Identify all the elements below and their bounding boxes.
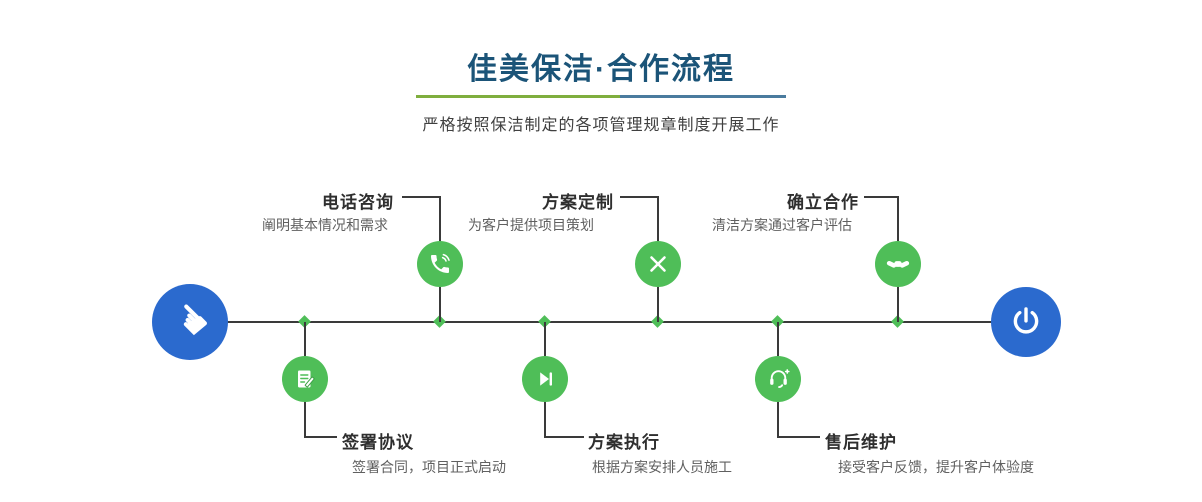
- connector-line: [544, 402, 546, 437]
- connector-line: [864, 196, 899, 198]
- handshake-icon: [886, 260, 910, 268]
- step-desc: 清洁方案通过客户评估: [712, 217, 852, 233]
- step-node-play: [522, 356, 568, 402]
- connector-line: [897, 197, 899, 241]
- timeline-start-node: ☚: [152, 284, 228, 360]
- design-icon: [650, 256, 666, 272]
- connector-line: [304, 436, 337, 438]
- connector-line: [777, 402, 779, 437]
- play-icon: [540, 372, 552, 386]
- connector-line: [402, 196, 441, 198]
- page-subtitle: 严格按照保洁制定的各项管理规章制度开展工作: [422, 117, 780, 134]
- step-desc: 根据方案安排人员施工: [592, 459, 732, 475]
- title-divider: [416, 95, 786, 98]
- step-node-support: [755, 356, 801, 402]
- step-desc: 签署合同，项目正式启动: [352, 459, 506, 475]
- contract-icon: [298, 370, 315, 388]
- connector-line: [897, 287, 899, 322]
- connector-line: [657, 197, 659, 241]
- step-desc: 接受客户反馈，提升客户体验度: [838, 459, 1034, 475]
- step-title: 电话咨询: [322, 193, 394, 212]
- connector-line: [777, 436, 820, 438]
- step-title: 方案定制: [542, 193, 614, 212]
- page-title: 佳美保洁·合作流程: [467, 53, 735, 86]
- timeline-line: [190, 321, 1013, 323]
- step-node-contract: [282, 356, 328, 402]
- connector-line: [620, 196, 659, 198]
- connector-line: [439, 197, 441, 241]
- phone-icon: [431, 253, 450, 273]
- divider-green-segment: [416, 95, 620, 98]
- step-node-phone: [417, 241, 463, 287]
- step-title: 签署协议: [342, 433, 414, 452]
- step-title: 方案执行: [588, 433, 660, 452]
- step-node-handshake: [875, 241, 921, 287]
- connector-line: [544, 322, 546, 356]
- divider-blue-segment: [619, 95, 786, 98]
- connector-line: [304, 402, 306, 437]
- step-node-design: [635, 241, 681, 287]
- connector-line: [439, 287, 441, 322]
- connector-line: [544, 436, 584, 438]
- timeline-end-node: [991, 287, 1061, 357]
- connector-line: [657, 287, 659, 322]
- connector-line: [304, 322, 306, 356]
- step-title: 确立合作: [787, 193, 859, 212]
- headset-icon: [769, 368, 790, 388]
- hand-pointer-icon: ☚: [161, 290, 220, 349]
- connector-line: [777, 322, 779, 356]
- power-icon: [1013, 307, 1039, 334]
- step-desc: 为客户提供项目策划: [468, 217, 594, 233]
- step-desc: 阐明基本情况和需求: [262, 217, 388, 233]
- step-title: 售后维护: [825, 433, 897, 452]
